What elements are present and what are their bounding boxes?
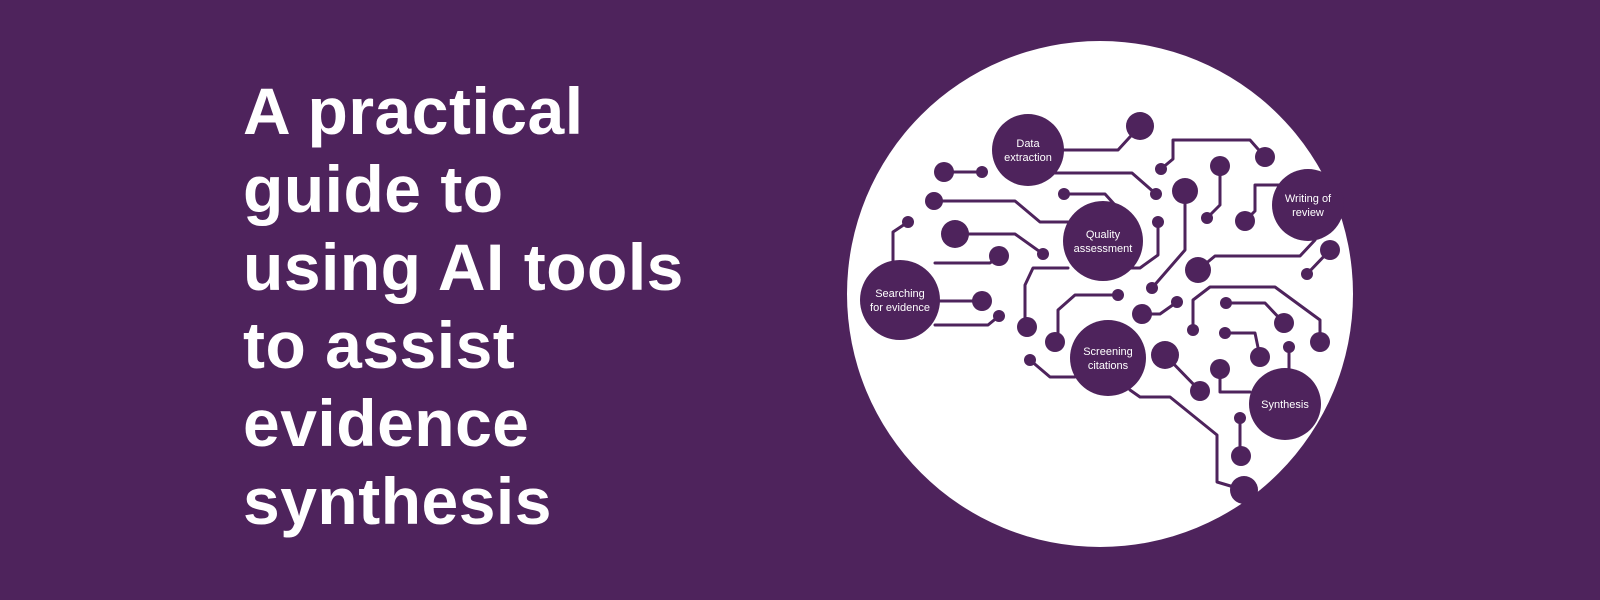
node-circle (860, 260, 940, 340)
circuit-line (1028, 171, 1158, 196)
circuit-dot (1045, 332, 1065, 352)
circuit-line (1056, 293, 1120, 344)
circuit-dot (1187, 324, 1199, 336)
title-line: A practical (243, 74, 584, 148)
circuit-dot (1250, 347, 1270, 367)
node-quality-assessment: Quality assessment (1063, 201, 1143, 281)
circuit-dot (1171, 296, 1183, 308)
circuit-dot (1185, 257, 1211, 283)
circuit-dot (993, 310, 1005, 322)
circuit-dot (1190, 381, 1210, 401)
circuit-dot (1112, 289, 1124, 301)
node-label: Writing of (1285, 193, 1332, 205)
node-synthesis: Synthesis (1249, 368, 1321, 440)
node-circle (1070, 320, 1146, 396)
circuit-line (1028, 358, 1077, 379)
circuit-line (932, 199, 1082, 224)
circuit-line (953, 232, 1045, 256)
page-title: A practical guide to using AI tools to a… (243, 72, 684, 540)
circuit-dot (902, 216, 914, 228)
node-circle (992, 114, 1064, 186)
circuit-line (1191, 285, 1322, 344)
circuit-dot (1201, 212, 1213, 224)
node-circle (1249, 368, 1321, 440)
node-label: Synthesis (1261, 399, 1309, 411)
node-label: for evidence (870, 302, 930, 314)
circuit-dot (1274, 313, 1294, 333)
circuit-dot (976, 166, 988, 178)
title-line: to assist (243, 308, 516, 382)
circuit-dot (1210, 359, 1230, 379)
circuit-dot (1235, 211, 1255, 231)
node-label: extraction (1004, 152, 1052, 164)
node-label: review (1292, 207, 1324, 219)
circuit-dot (1310, 332, 1330, 352)
circuit-dot (925, 192, 943, 210)
circuit-dot (1234, 412, 1246, 424)
node-label: Screening (1083, 346, 1133, 358)
node-screening-citations: Screening citations (1070, 320, 1146, 396)
circuit-dot (1150, 188, 1162, 200)
circuit-dot (972, 291, 992, 311)
title-line: guide to (243, 152, 504, 226)
circuit-dot (934, 162, 954, 182)
circuit-dot (1230, 476, 1258, 504)
title-line: synthesis (243, 464, 552, 538)
node-label: citations (1088, 360, 1129, 372)
title-line: using AI tools (243, 230, 684, 304)
circuit-dot (1220, 297, 1232, 309)
node-data-extraction: Data extraction (992, 114, 1064, 186)
circuit-dot (1024, 354, 1036, 366)
circuit-dot (1231, 446, 1251, 466)
circuit-dot (1126, 112, 1154, 140)
circuit-dot (941, 220, 969, 248)
title-line: evidence (243, 386, 530, 460)
circuit-line (1023, 266, 1070, 329)
circuit-line (1062, 192, 1117, 207)
node-label: Quality (1086, 229, 1121, 241)
circuit-dot (1210, 156, 1230, 176)
circuit-dot (1037, 248, 1049, 260)
circuit-dot (1017, 317, 1037, 337)
circuit-dot (989, 246, 1009, 266)
circuit-dot (1132, 304, 1152, 324)
node-label: Data (1016, 138, 1040, 150)
circuit-dot (1320, 240, 1340, 260)
circuit-line (1150, 189, 1187, 290)
node-label: assessment (1074, 243, 1133, 255)
circuit-dot (1283, 341, 1295, 353)
circuit-line (1128, 388, 1246, 492)
node-circle (1063, 201, 1143, 281)
circuit-line (1159, 138, 1267, 171)
circuit-dot (1301, 268, 1313, 280)
circuit-dot (1058, 188, 1070, 200)
circuit-dot (1146, 282, 1158, 294)
circuit-dot (1219, 327, 1231, 339)
circuit-dot (1172, 178, 1198, 204)
circuit-dots (902, 112, 1340, 504)
circuit-dot (1255, 147, 1275, 167)
node-writing-of-review: Writing of review (1272, 169, 1344, 241)
node-searching-for-evidence: Searching for evidence (860, 260, 940, 340)
node-circle (1272, 169, 1344, 241)
circuit-dot (1152, 216, 1164, 228)
node-label: Searching (875, 288, 925, 300)
circuit-dot (1151, 341, 1179, 369)
circuit-line (1205, 164, 1222, 220)
circuit-dot (1155, 163, 1167, 175)
